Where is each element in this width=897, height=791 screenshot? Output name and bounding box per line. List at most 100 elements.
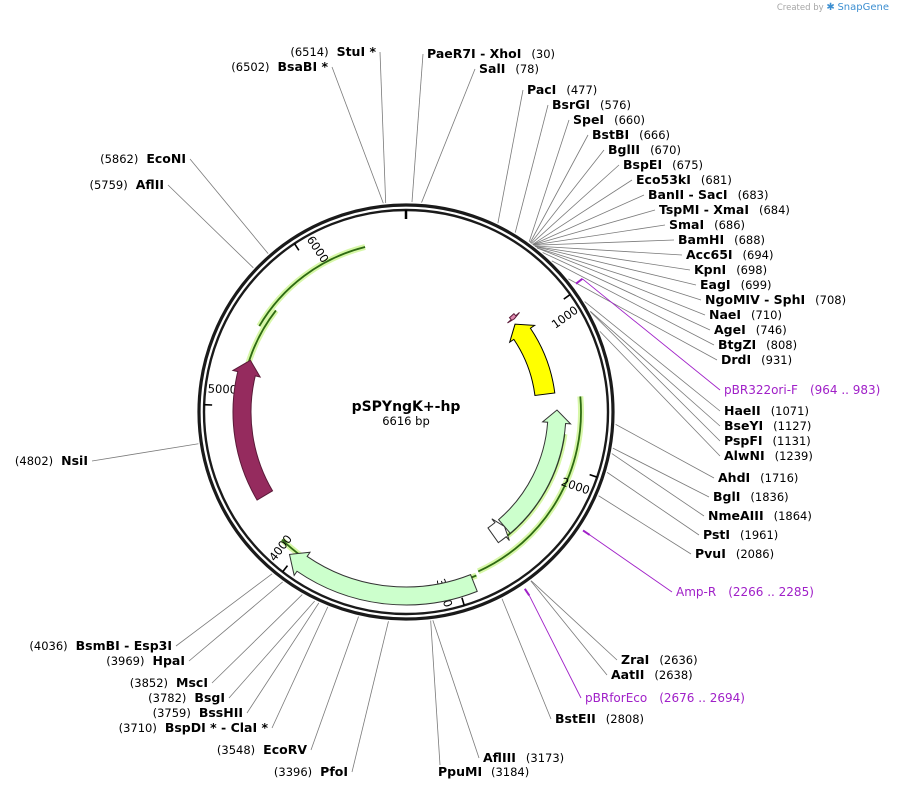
primer-pbrforeco: pBRforEco(2676 .. 2694) — [585, 691, 745, 705]
site-position: (686) — [714, 218, 745, 232]
site-eco53ki: Eco53kI(681) — [636, 172, 732, 187]
site-position: (1127) — [773, 419, 811, 433]
site-leader — [536, 247, 702, 301]
site-name: ZraI — [621, 652, 649, 667]
feature-ampr — [497, 409, 572, 535]
site-leader — [514, 104, 549, 233]
site-name: SpeI — [573, 112, 604, 127]
site-leader — [175, 573, 273, 647]
site-position: (1131) — [773, 434, 811, 448]
site-name: HaeII — [724, 403, 761, 418]
site-drdi: DrdI(931) — [721, 352, 792, 367]
site-ecorv: (3548)EcoRV — [217, 742, 307, 757]
backbone-outer-line — [197, 203, 615, 621]
site-leader — [598, 495, 692, 555]
plasmid-name: pSPYngK+-hp — [352, 399, 461, 415]
site-position: (808) — [766, 338, 797, 352]
site-leader — [532, 194, 645, 246]
site-name: EcoNI — [146, 151, 186, 166]
site-leader — [533, 239, 675, 246]
site-position: (3173) — [526, 751, 564, 765]
site-position: (4036) — [29, 639, 67, 653]
site-name: BsgI — [194, 690, 225, 705]
primer-pbr322ori-f: pBR322ori-F(964 .. 983) — [724, 383, 880, 397]
site-position: (3759) — [153, 706, 191, 720]
site-smai: SmaI(686) — [669, 217, 745, 232]
site-leader — [615, 424, 715, 479]
site-leader — [497, 89, 524, 224]
site-leader — [430, 620, 441, 766]
site-name: BamHI — [678, 232, 724, 247]
site-leader — [534, 245, 683, 256]
site-leader — [536, 247, 706, 316]
site-leader — [421, 68, 476, 203]
snapgene-logo-icon: ✱ — [826, 2, 835, 13]
site-name: PaeR7I - XhoI — [427, 46, 521, 61]
site-position: (30) — [531, 47, 555, 61]
site-position: (2086) — [736, 547, 774, 561]
site-name: EcoRV — [263, 742, 307, 757]
site-bsteii: BstEII(2808) — [555, 711, 644, 726]
primer-mark — [523, 588, 531, 596]
primer-range: (2266 .. 2285) — [728, 585, 814, 599]
site-leader — [271, 606, 329, 729]
site-naei: NaeI(710) — [709, 307, 782, 322]
site-leader — [91, 443, 199, 462]
site-leader — [612, 447, 710, 498]
site-leader — [411, 53, 424, 203]
scale-tick-label: 1000 — [549, 303, 581, 331]
site-position: (3969) — [106, 654, 144, 668]
site-bseyi: BseYI(1127) — [724, 418, 811, 433]
site-position: (1071) — [771, 404, 809, 418]
site-haeii: HaeII (1071) — [724, 403, 809, 418]
site-name: BsrGI — [552, 97, 590, 112]
site-position: (1716) — [760, 471, 798, 485]
site-kpni: KpnI(698) — [694, 262, 767, 277]
site-leader — [533, 224, 666, 246]
site-position: (477) — [566, 83, 597, 97]
site-position: (681) — [701, 173, 732, 187]
site-position: (708) — [815, 293, 846, 307]
site-position: (1239) — [775, 449, 813, 463]
site-position: (694) — [743, 248, 774, 262]
site-afliii: AflIII (3173) — [483, 750, 564, 765]
site-name: AhdI — [718, 470, 750, 485]
feature-ampr-promoter — [487, 518, 510, 544]
site-name: NgoMIV - SphI — [705, 292, 805, 307]
site-leader — [167, 184, 254, 269]
site-position: (698) — [736, 263, 767, 277]
site-name: BtgZI — [718, 337, 756, 352]
site-name: AflIII — [483, 750, 516, 765]
site-name: PacI — [527, 82, 556, 97]
site-bstbi: BstBI(666) — [592, 127, 670, 142]
site-position: (746) — [756, 323, 787, 337]
site-leader — [590, 311, 721, 442]
site-name: NaeI — [709, 307, 741, 322]
site-name: AflII — [136, 177, 164, 192]
site-position: (699) — [741, 278, 772, 292]
site-name: BspDI * - ClaI * — [165, 720, 269, 735]
site-leader — [611, 453, 705, 517]
site-bsrgi: BsrGI(576) — [552, 97, 631, 112]
site-aatii: AatII(2638) — [611, 667, 693, 682]
site-ppumi: PpuMI(3184) — [438, 764, 529, 779]
feature-arrows — [231, 312, 572, 606]
site-leader — [531, 164, 620, 244]
site-name: BglI — [713, 489, 740, 504]
site-labels: PaeR7I - XhoI(30)SalI(78)PacI(477)BsrGI(… — [15, 44, 880, 779]
site-position: (2636) — [659, 653, 697, 667]
site-paci: PacI (477) — [527, 82, 597, 97]
orf-arc — [258, 246, 366, 327]
cut-site-leaders — [91, 51, 721, 773]
scale-tick — [589, 473, 598, 478]
plasmid-length: 6616 bp — [382, 414, 430, 428]
site-position: (1864) — [774, 509, 812, 523]
site-bamhi: BamHI(688) — [678, 232, 765, 247]
primer-leader — [589, 534, 673, 593]
site-name: PvuI — [695, 546, 726, 561]
feature-6xhis — [507, 312, 520, 324]
site-bsabi: (6502)BsaBI * — [231, 59, 328, 74]
site-leader — [599, 331, 721, 457]
site-tspmi-xmai: TspMI - XmaI(684) — [659, 202, 790, 217]
site-bsmbi-esp3i: (4036)BsmBI - Esp3I — [29, 638, 172, 653]
